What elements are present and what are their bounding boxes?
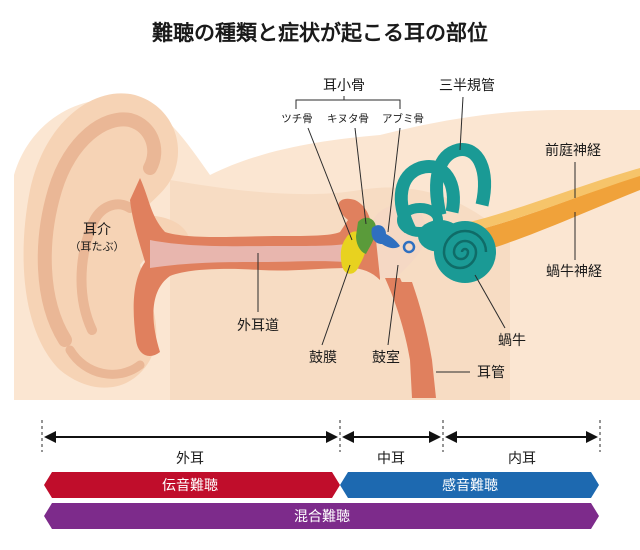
outer-ear-label: 外耳 — [176, 451, 204, 467]
eardrum-label: 鼓膜 — [309, 350, 337, 366]
ear-canal — [130, 178, 380, 356]
tympanic-cavity-label: 鼓室 — [372, 349, 400, 366]
malleus-label: ツチ骨 — [281, 113, 313, 125]
stapes-bone — [371, 225, 400, 249]
ossicles-label-group: 耳小骨 ツチ骨 キヌタ骨 アブミ骨 — [281, 78, 424, 241]
tube-wall — [385, 278, 426, 398]
ossicles — [340, 217, 416, 274]
section-spans: 外耳 中耳 内耳 — [41, 420, 601, 467]
semicircular-canal-posterior — [394, 160, 460, 233]
stapes-label: アブミ骨 — [382, 112, 424, 125]
cochlear-nerve-label: 蝸牛神経 — [546, 264, 602, 280]
middle-ear-arrow-right — [429, 431, 441, 443]
incus-leader — [354, 127, 367, 225]
inner-ear-arrow-left — [445, 431, 457, 443]
hearing-loss-bands: 伝音難聴 感音難聴 混合難聴 — [44, 472, 599, 529]
page-title: 難聴の種類と症状が起こる耳の部位 — [152, 21, 488, 45]
auricle-sub-label: （耳たぶ） — [70, 240, 125, 253]
inner-ear-span — [445, 431, 598, 443]
cochlea-label: 蝸牛 — [498, 333, 526, 349]
conductive-band-label: 伝音難聴 — [162, 477, 218, 494]
mixed-band-label: 混合難聴 — [294, 509, 350, 525]
ossicles-label: 耳小骨 — [323, 78, 365, 94]
cochlea-spiral — [442, 229, 488, 270]
nerve-bundle — [470, 175, 640, 252]
sensorineural-band — [340, 472, 599, 498]
canal-wall — [130, 178, 380, 356]
cochlea-leader — [474, 274, 506, 329]
auricle-lobe — [65, 345, 145, 379]
middle-ear-chamber — [372, 204, 430, 278]
malleus-leader — [307, 127, 353, 241]
ear-canal-label: 外耳道 — [237, 318, 279, 334]
middle-ear-label: 中耳 — [377, 451, 405, 467]
sensorineural-band-label: 感音難聴 — [442, 477, 498, 494]
eustachian-tube-label: 耳管 — [477, 365, 505, 381]
outer-ear-arrow-left — [44, 431, 56, 443]
eardrum-leader — [321, 264, 351, 346]
tube-wall-inner — [398, 282, 436, 398]
skin-shadow — [170, 180, 510, 400]
stapes-leader — [387, 127, 401, 233]
incus-label: キヌタ骨 — [327, 113, 369, 125]
auditory-nerve — [462, 168, 640, 252]
middle-ear-span — [342, 431, 441, 443]
auricle-label: 耳介 — [83, 222, 111, 238]
nerve-upper — [462, 168, 640, 232]
canal-lumen — [150, 240, 345, 268]
outer-ear-span — [44, 431, 338, 443]
inner-ear — [394, 143, 496, 283]
conductive-band — [44, 472, 340, 498]
inner-ear-arrow-right — [586, 431, 598, 443]
semicircular-canals-leader — [459, 96, 464, 151]
oval-window — [402, 240, 416, 254]
incus-bone — [356, 217, 376, 254]
mixed-band — [44, 503, 599, 529]
tympanic-cavity-leader — [387, 264, 399, 346]
vestibular-nerve-label: 前庭神経 — [545, 142, 601, 159]
auricle-concha — [76, 199, 135, 335]
outer-ear-arrow-right — [326, 431, 338, 443]
eustachian-tube — [372, 204, 436, 398]
middle-ear-arrow-left — [342, 431, 354, 443]
semicircular-canal-superior — [430, 143, 491, 217]
ossicles-bracket — [295, 96, 401, 109]
semicircular-canals-label: 三半規管 — [439, 78, 495, 94]
auricle-helix — [37, 112, 162, 347]
inner-ear-label: 内耳 — [508, 451, 536, 467]
